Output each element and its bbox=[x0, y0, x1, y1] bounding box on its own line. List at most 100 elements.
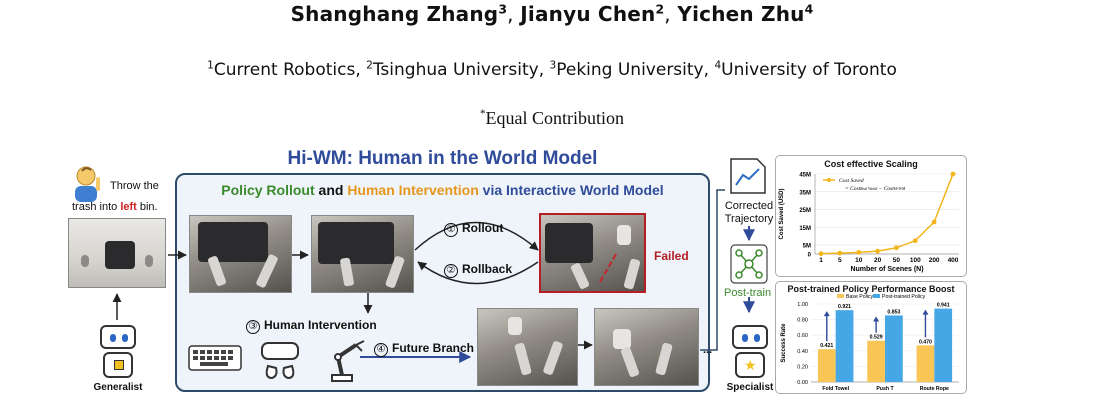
x-tick-label: 10 bbox=[855, 257, 863, 264]
legend-label: Post-trained Policy bbox=[882, 294, 926, 300]
instruction-text: Throw the bbox=[108, 178, 159, 194]
human-intervention-label: ③ Human Intervention bbox=[246, 318, 377, 334]
y-axis-label: Cost Saved (USD) bbox=[779, 188, 785, 239]
corrected-line1: Corrected bbox=[724, 200, 774, 212]
bar-value-label: 0.421 bbox=[820, 343, 833, 349]
step-number: ① bbox=[444, 223, 458, 237]
affiliation: Tsinghua University bbox=[372, 60, 539, 80]
x-tick-label: Push T bbox=[876, 386, 894, 392]
x-axis-label: Number of Scenes (N) bbox=[850, 266, 923, 273]
ellipsis: ... bbox=[703, 344, 713, 356]
legend-text: Cost Saved bbox=[839, 178, 864, 184]
improvement-arrowhead bbox=[922, 309, 929, 315]
improvement-arrowhead bbox=[873, 316, 880, 322]
author-sup: 3 bbox=[498, 1, 508, 17]
author-name: Shanghang Zhang bbox=[290, 2, 499, 26]
trajectory-document-icon bbox=[729, 157, 767, 200]
x-tick-label: 50 bbox=[893, 257, 901, 264]
performance-chart-title: Post-trained Policy Performance Boost bbox=[787, 284, 955, 294]
panel-title-rollout: Policy Rollout bbox=[221, 182, 315, 198]
panel-title: Policy Rollout and Human Intervention vi… bbox=[175, 182, 710, 198]
human-intervention-text: Human Intervention bbox=[264, 318, 377, 332]
legend-formula: = CostReal World − CostHi-WM bbox=[845, 186, 906, 192]
step-number: ④ bbox=[374, 343, 388, 357]
instruction-text-line2: trash into left bin. bbox=[72, 199, 158, 215]
bar-value-label: 0.529 bbox=[870, 335, 883, 341]
post-trained-bar bbox=[835, 310, 854, 382]
step-number: ③ bbox=[246, 320, 260, 334]
generalist-robot-body bbox=[103, 352, 133, 378]
base-bar bbox=[867, 340, 885, 382]
data-point bbox=[837, 250, 843, 256]
post-trained-bar bbox=[885, 315, 903, 382]
rollback-text: Rollback bbox=[462, 262, 513, 276]
data-point bbox=[875, 248, 880, 254]
data-point bbox=[818, 251, 824, 257]
legend-marker bbox=[827, 178, 831, 182]
base-bar bbox=[916, 345, 935, 382]
bar-value-label: 0.941 bbox=[937, 303, 950, 309]
affil-sup: 1 bbox=[207, 59, 214, 72]
y-tick-label: 0 bbox=[808, 253, 812, 259]
rollout-label: ① Rollout bbox=[444, 221, 503, 237]
bar-value-label: 0.853 bbox=[887, 309, 900, 315]
x-tick-label: 5 bbox=[838, 257, 842, 264]
series-line bbox=[820, 173, 954, 255]
affil-sup: 3 bbox=[549, 59, 557, 72]
figure-title: Hi-WM: Human in the World Model bbox=[287, 148, 598, 169]
instruction-highlight: left bbox=[120, 201, 137, 213]
corrected-line2: Trajectory bbox=[724, 213, 774, 225]
future-frame-2 bbox=[594, 308, 699, 386]
legend-swatch bbox=[837, 294, 844, 298]
rollout-text: Rollout bbox=[462, 221, 504, 235]
y-tick-label: 1.00 bbox=[797, 302, 808, 308]
corrected-trajectory-label: Corrected Trajectory bbox=[714, 200, 784, 226]
x-tick-label: Fold Towel bbox=[822, 386, 849, 392]
generalist-label: Generalist bbox=[93, 382, 143, 393]
post-trained-bar bbox=[934, 308, 953, 382]
author-sup: 2 bbox=[655, 1, 665, 17]
equal-contribution-note: *Equal Contribution bbox=[0, 108, 1104, 129]
y-tick-label: 0.20 bbox=[797, 364, 808, 370]
future-frame-1 bbox=[477, 308, 578, 386]
author-name: Yichen Zhu bbox=[677, 2, 805, 26]
data-point bbox=[894, 245, 899, 251]
robot-arm-icon bbox=[326, 335, 370, 388]
data-point bbox=[931, 219, 937, 225]
base-bar bbox=[817, 349, 836, 382]
legend-subscript: Real World bbox=[859, 187, 877, 191]
equal-contribution-text: Equal Contribution bbox=[485, 108, 625, 128]
bar-value-label: 0.470 bbox=[919, 339, 932, 345]
legend-label: Base Policy bbox=[846, 294, 874, 300]
panel-title-via: via Interactive World Model bbox=[478, 182, 664, 198]
instruction-end: bin. bbox=[136, 201, 158, 213]
cost-chart-title: Cost effective Scaling bbox=[824, 159, 918, 169]
instruction-line1: Throw the bbox=[110, 180, 159, 192]
person-icon bbox=[72, 165, 106, 203]
post-train-label: Post-train bbox=[724, 287, 772, 299]
y-tick-label: 0.00 bbox=[797, 380, 808, 386]
keyboard-icon bbox=[188, 345, 242, 376]
y-tick-label: 0.80 bbox=[797, 318, 808, 324]
specialist-robot-icon bbox=[732, 325, 768, 349]
rollback-label: ② Rollback bbox=[444, 262, 512, 278]
x-tick-label: 100 bbox=[910, 257, 921, 264]
x-tick-label: 20 bbox=[874, 257, 882, 264]
y-tick-label: 45M bbox=[799, 173, 811, 179]
x-tick-label: 1 bbox=[819, 257, 823, 264]
rollout-frame-2 bbox=[311, 215, 414, 293]
network-icon bbox=[730, 244, 768, 289]
equal-mark: * bbox=[479, 108, 486, 120]
data-point bbox=[950, 171, 956, 177]
author-list: Shanghang Zhang3, Jianyu Chen2, Yichen Z… bbox=[290, 1, 814, 26]
step-number: ② bbox=[444, 264, 458, 278]
affiliation: Peking University bbox=[556, 60, 704, 80]
author-name: Jianyu Chen bbox=[520, 2, 656, 26]
legend-part: − Cost bbox=[877, 186, 894, 192]
legend-part: = Cost bbox=[845, 186, 861, 192]
data-point bbox=[856, 250, 862, 255]
